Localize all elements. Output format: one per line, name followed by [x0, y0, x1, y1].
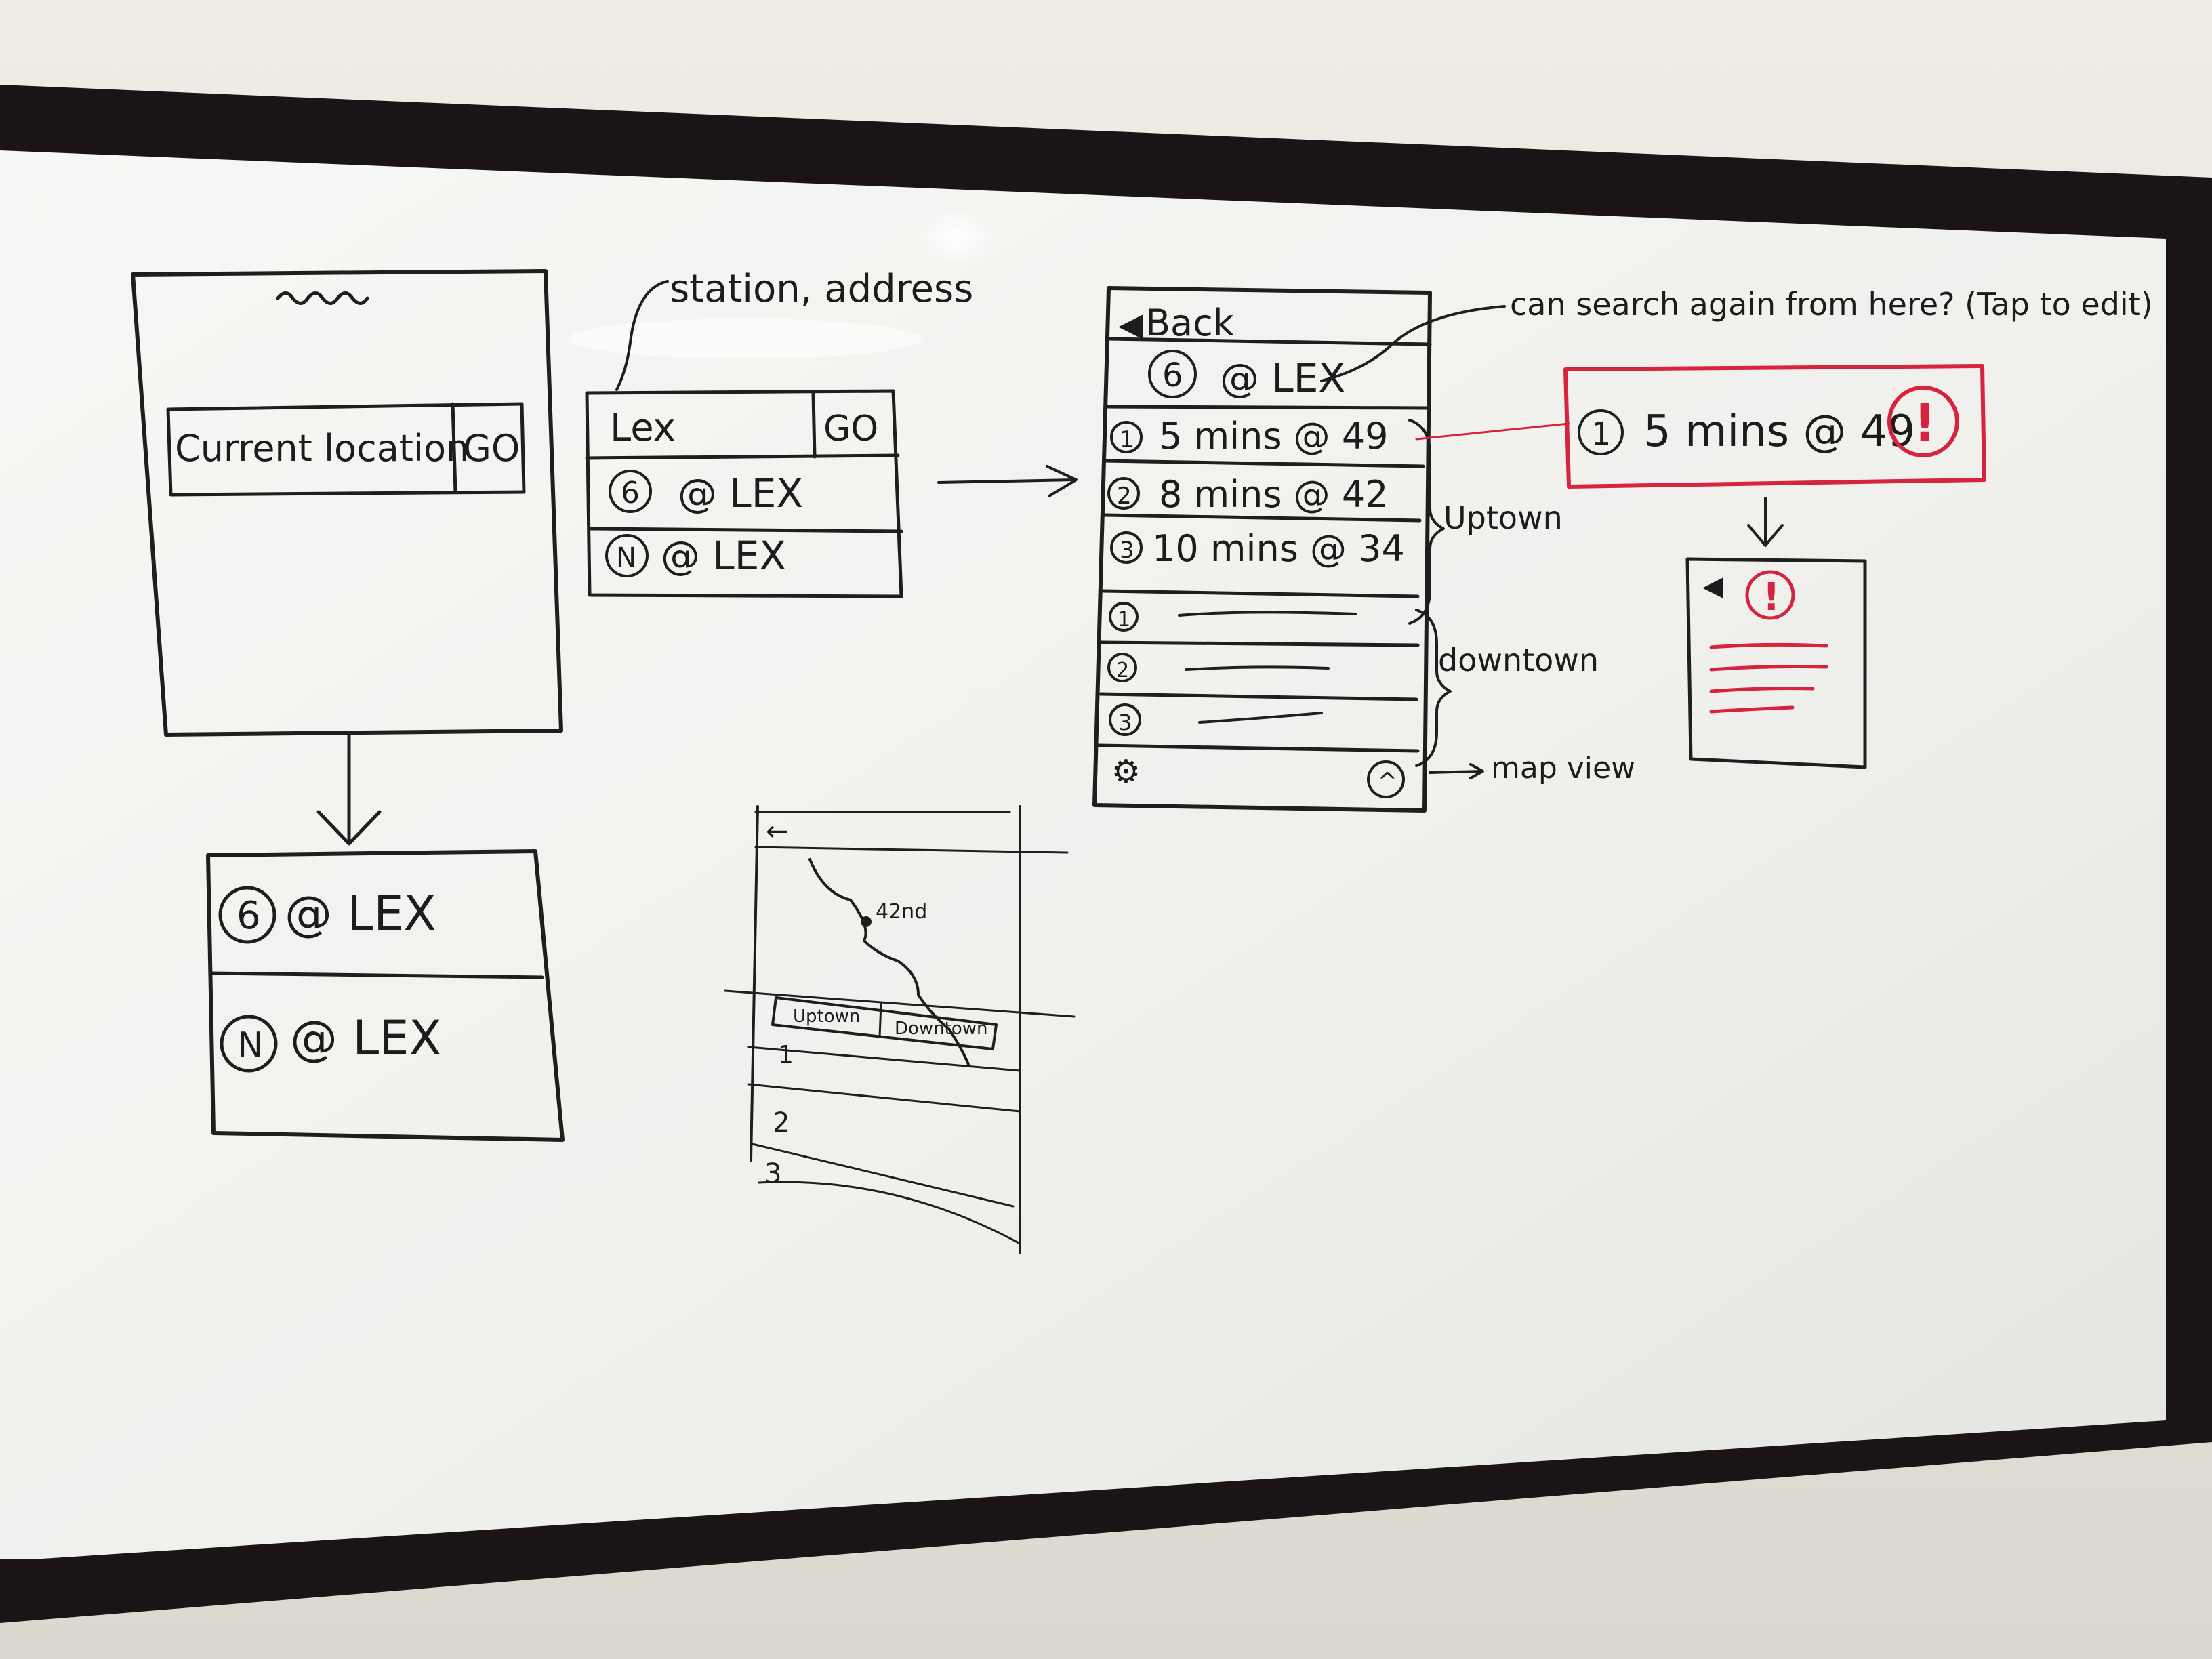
frame-results-phone: 6 @ LEX N @ LEX: [206, 849, 565, 1142]
results-badge-6: 6: [237, 894, 261, 938]
uptown-row-2-num: 2: [1117, 483, 1132, 510]
alert-icon: [1887, 386, 1959, 457]
alert-detail-line-4: [1709, 705, 1795, 714]
alert-card-box: [1563, 364, 1986, 489]
results-row-1-text: @ LEX: [285, 886, 436, 941]
alert-connector-line: [1415, 422, 1570, 441]
map-back-arrow: ←: [766, 816, 789, 847]
uptown-row-2-text: 8 mins @ 42: [1159, 473, 1389, 516]
results-badge-n: N: [237, 1025, 264, 1066]
frame1-down-arrow: [316, 733, 382, 846]
map-view-arrow: [1429, 763, 1484, 779]
frame2-badge-6: 6: [621, 476, 640, 510]
alert-detail-line-3: [1709, 687, 1815, 693]
light-glare: [916, 207, 998, 268]
uptown-row-3-num: 3: [1120, 537, 1134, 564]
uptown-brace: [1408, 419, 1445, 625]
map-tab-bar: [771, 996, 998, 1050]
alert-detail-icon: !: [1763, 575, 1780, 619]
map-tab-uptown: Uptown: [793, 1006, 860, 1027]
uptown-row-1-num: 1: [1120, 426, 1134, 453]
frame3-header-text: @ LEX: [1220, 355, 1345, 401]
whiteboard-surface: [0, 150, 2166, 1559]
alert-detail-line-2: [1709, 665, 1828, 672]
downtown-label: downtown: [1438, 642, 1599, 678]
frame2-search-input: Lex: [610, 406, 676, 450]
uptown-row-3-text: 10 mins @ 34: [1152, 527, 1405, 570]
frame2-annotation: station, address: [670, 267, 973, 311]
frame2-badge-n: N: [616, 542, 636, 573]
map-tab-downtown: Downtown: [895, 1019, 988, 1039]
alert-detail-phone: ◀ !: [1685, 557, 1867, 769]
frame2-go-button: GO: [823, 409, 878, 449]
results-row-2-text: @ LEX: [290, 1010, 441, 1066]
frame3-header-badge: 6: [1162, 356, 1183, 394]
downtown-row-3-num: 3: [1118, 710, 1132, 735]
alert-detail-line-1: [1709, 642, 1828, 649]
map-row-1: 1: [778, 1041, 794, 1069]
map-subway-line: [808, 858, 970, 1067]
alert-card-icon: !: [1913, 392, 1937, 453]
frame1-go-button: GO: [463, 427, 520, 470]
map-view-label: map view: [1491, 751, 1635, 785]
frame3-back-button: Back: [1145, 302, 1235, 344]
map-station-label: 42nd: [876, 900, 927, 924]
chevron-up-icon: ^: [1378, 768, 1397, 795]
light-reflection: [569, 319, 922, 359]
frame1-squiggle: [276, 291, 369, 305]
alert-card: 1 5 mins @ 49 !: [1415, 364, 1986, 547]
frame2-annotation-line: [615, 280, 669, 391]
frame2-row-1-text: @ LEX: [678, 470, 803, 516]
downtown-row-1-squiggle: [1178, 611, 1357, 617]
map-row-2: 2: [773, 1107, 790, 1139]
frame2-row-2-text: @ LEX: [661, 533, 786, 579]
frame1-input-label: Current location: [175, 427, 469, 470]
downtown-row-1-num: 1: [1118, 608, 1130, 632]
downtown-row-2-num: 2: [1116, 659, 1129, 682]
map-phone: ← 42nd Uptown Downtown 1 2 3: [724, 805, 1076, 1254]
downtown-brace: [1415, 609, 1452, 767]
uptown-label: Uptown: [1443, 499, 1563, 536]
frame3-annotation-top: can search again from here? (Tap to edit…: [1510, 286, 2153, 323]
frame1-search-box: [166, 402, 526, 497]
downtown-row-3-squiggle: [1198, 712, 1323, 724]
frame3-phone: ◀ Back 6 @ LEX can search again from her…: [1092, 286, 2153, 813]
frame2-right-arrow: [937, 465, 1078, 497]
downtown-row-2-squiggle: [1185, 665, 1330, 671]
frame1-phone: Current location GO: [131, 269, 563, 846]
alert-down-arrow: [1747, 497, 1784, 547]
map-station-dot: [861, 916, 872, 927]
frame2-phone: station, address Lex GO 6 @ LEX N @ LEX: [585, 267, 1078, 598]
map-view-toggle: [1367, 760, 1405, 798]
map-row-3: 3: [764, 1158, 781, 1189]
uptown-row-1-text: 5 mins @ 49: [1159, 415, 1389, 457]
frame3-annotation-line: [1320, 305, 1506, 382]
back-icon: ◀: [1118, 306, 1143, 344]
alert-detail-back-icon: ◀: [1702, 571, 1723, 602]
alert-detail-icon-circle: [1745, 570, 1795, 620]
alert-card-num: 1: [1591, 415, 1611, 452]
settings-gear-icon: ⚙: [1111, 753, 1141, 791]
alert-card-text: 5 mins @ 49: [1643, 407, 1915, 457]
